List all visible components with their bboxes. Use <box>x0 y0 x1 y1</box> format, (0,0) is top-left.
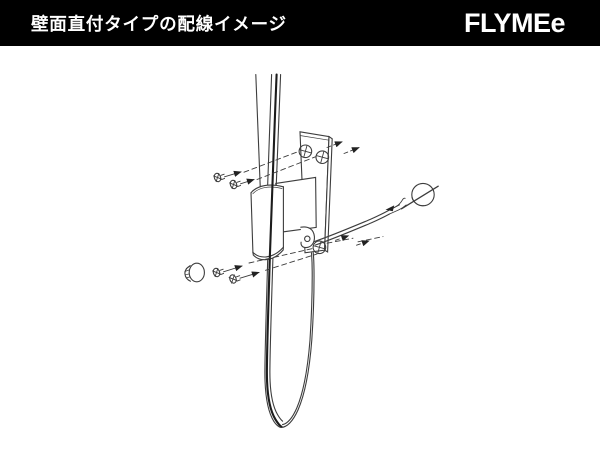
cord-hook <box>300 226 315 249</box>
wall-direction-arrow-icon <box>335 235 350 242</box>
end-cap <box>184 262 205 283</box>
wiring-diagram <box>0 46 600 450</box>
title-bar: 壁面直付タイプの配線イメージ FLYMEe <box>0 0 600 46</box>
page-title: 壁面直付タイプの配線イメージ <box>31 14 287 35</box>
wiring-diagram-svg <box>184 73 439 429</box>
wall-direction-arrow-icon <box>356 240 370 247</box>
mounting-screw <box>212 265 243 278</box>
direction-arrows <box>326 141 370 247</box>
screw-arrow-icon <box>239 271 260 279</box>
screw-arrow-icon <box>223 265 243 273</box>
wall-outlet-connector <box>400 182 439 210</box>
lamp-pole <box>255 73 282 190</box>
attach-arrow-icon <box>385 205 395 212</box>
brand-logo: FLYMEe <box>463 7 566 38</box>
mounting-screw <box>229 178 255 190</box>
screw-arrow-icon <box>240 178 255 185</box>
wall-direction-arrow-icon <box>343 147 360 154</box>
wall-direction-arrow-icon <box>326 141 343 148</box>
power-cord <box>264 73 315 429</box>
plate-screw-hole <box>298 144 313 159</box>
cord-to-power <box>313 209 391 246</box>
mounting-screw <box>213 170 242 183</box>
clamp-saddle <box>250 184 284 261</box>
stripped-wire-ends <box>385 197 407 215</box>
plate-screw-hole <box>315 150 330 165</box>
mounting-screw <box>228 271 260 284</box>
screw-arrow-icon <box>224 170 242 178</box>
guide-dashed-lines <box>243 150 384 271</box>
